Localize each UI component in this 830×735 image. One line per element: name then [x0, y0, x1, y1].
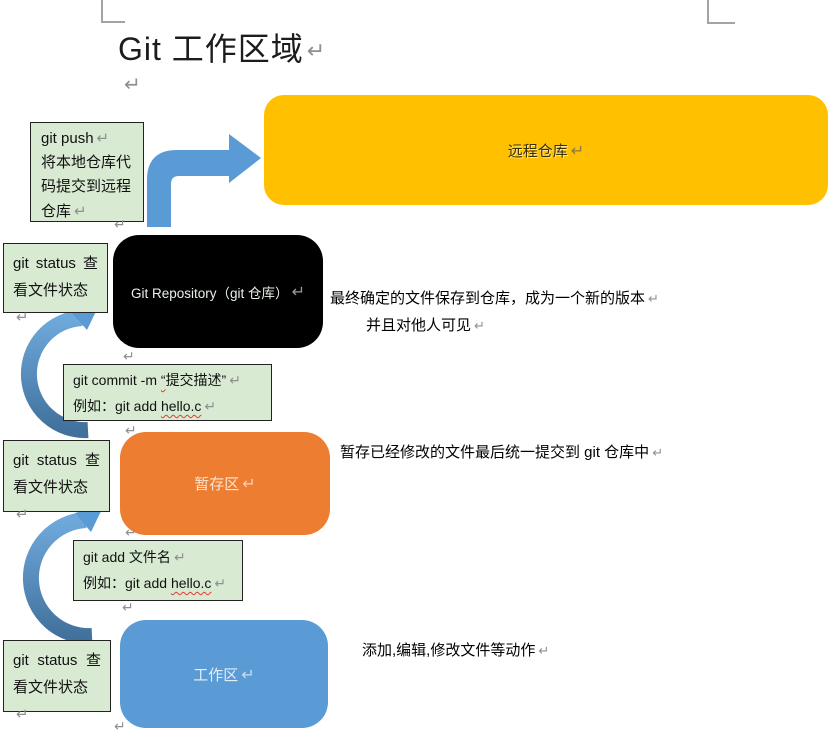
git-status-line2: 看文件状态↵	[13, 479, 89, 523]
git-status-line2: 看文件状态↵	[13, 679, 89, 723]
return-mark: ↵	[229, 373, 241, 389]
paragraph-mark: ↵	[114, 217, 126, 233]
return-mark: ↵	[570, 140, 585, 160]
git-repository-shape[interactable]: Git Repository（git 仓库） ↵	[113, 235, 323, 348]
git-status-note-box-top[interactable]: git status 查 看文件状态↵	[3, 243, 108, 326]
page-title: Git 工作区域↵	[118, 24, 326, 70]
git-add-line2: 例如：git add hello.c↵	[83, 575, 227, 592]
git-status-line1: git status 查	[13, 652, 101, 669]
return-mark: ↵	[538, 644, 550, 659]
return-mark: ↵	[173, 550, 186, 566]
git-add-line1: git add 文件名↵	[83, 549, 186, 566]
paragraph-mark: ↵	[114, 719, 126, 735]
page-corner-mark-right	[707, 0, 735, 24]
push-bent-arrow[interactable]	[140, 128, 270, 233]
spellcheck-quote: “	[160, 372, 166, 388]
staging-note: 暂存已经修改的文件最后统一提交到 git 仓库中↵	[340, 444, 664, 461]
git-status-line1: git status 查	[13, 255, 98, 272]
git-add-note-box[interactable]: git add 文件名↵ 例如：git add hello.c↵	[73, 540, 243, 601]
git-status-note-box-bottom[interactable]: git status 查 看文件状态↵	[3, 640, 111, 723]
working-area-label: 工作区	[193, 666, 239, 684]
page-title-text: Git 工作区域	[118, 31, 304, 67]
return-mark: ↵	[648, 292, 659, 307]
git-status-line1: git status 查	[13, 452, 100, 469]
paragraph-mark: ↵	[122, 600, 134, 616]
return-mark: ↵	[16, 505, 29, 523]
return-mark: ↵	[214, 576, 227, 592]
paragraph-mark: ↵	[123, 349, 135, 365]
git-commit-note-box[interactable]: git commit -m “提交描述”↵ 例如：git add hello.c…	[63, 364, 272, 421]
repo-note-line2: 并且对他人可见↵	[366, 317, 485, 334]
git-push-line: git push↵	[41, 129, 110, 147]
paragraph-mark: ↵	[125, 525, 137, 541]
return-mark: ↵	[96, 129, 110, 147]
remote-repo-label: 远程仓库	[507, 142, 568, 160]
return-mark: ↵	[16, 705, 29, 723]
git-status-note-box-middle[interactable]: git status 查 看文件状态↵	[3, 440, 110, 523]
return-mark: ↵	[241, 664, 255, 684]
git-commit-line2: 例如：git add hello.c↵	[73, 398, 217, 415]
paragraph-mark: ↵	[124, 72, 141, 96]
git-status-line2: 看文件状态↵	[13, 282, 89, 326]
staging-area-label: 暂存区	[194, 476, 240, 493]
working-note: 添加,编辑,修改文件等动作↵	[362, 642, 550, 659]
staging-area-shape[interactable]: 暂存区 ↵	[120, 432, 330, 535]
return-mark: ↵	[306, 39, 327, 64]
return-mark: ↵	[242, 474, 256, 493]
return-mark: ↵	[16, 308, 29, 326]
git-repository-label: Git Repository（git 仓库）	[131, 285, 289, 301]
paragraph-mark: ↵	[125, 423, 137, 439]
working-area-shape[interactable]: 工作区 ↵	[120, 620, 328, 728]
return-mark: ↵	[204, 399, 217, 415]
return-mark: ↵	[74, 202, 87, 220]
git-push-note-box[interactable]: git push↵ 将本地仓库代码提交到远程仓库↵	[30, 122, 144, 222]
return-mark: ↵	[474, 319, 485, 334]
page-corner-mark-left	[101, 0, 125, 23]
spellcheck-word: hello.c	[170, 575, 212, 591]
return-mark: ↵	[652, 446, 664, 461]
return-mark: ↵	[291, 282, 305, 301]
git-push-desc: 将本地仓库代码提交到远程仓库↵	[41, 154, 132, 220]
git-commit-line1: git commit -m “提交描述”↵	[73, 372, 241, 389]
remote-repo-shape[interactable]: 远程仓库 ↵	[264, 95, 828, 205]
repo-note-line1: 最终确定的文件保存到仓库，成为一个新的版本↵	[330, 290, 659, 307]
spellcheck-word: hello.c	[160, 398, 202, 414]
